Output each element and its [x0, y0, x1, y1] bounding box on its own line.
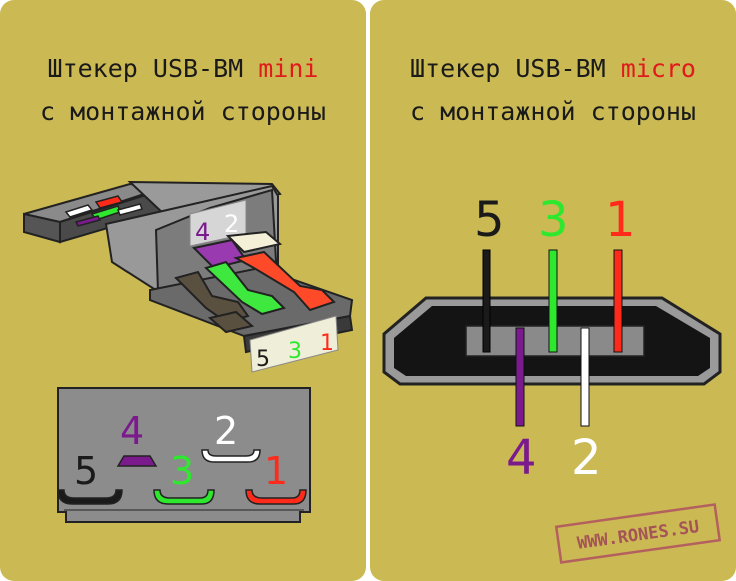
micro-pin-5	[482, 249, 491, 353]
mini-tag-top: 4 2	[189, 199, 247, 247]
mini-contact-2	[225, 230, 283, 254]
mini-plug-label-4: 4	[195, 218, 210, 246]
micro-label-1: 1	[605, 192, 636, 248]
micro-pin-4	[515, 327, 525, 427]
micro-pin-1	[613, 249, 623, 353]
micro-subtitle: с монтажной стороны	[410, 97, 696, 126]
mini-panel: Штекер USB-BM mini с монтажной стороны 4…	[0, 0, 366, 581]
mini-front-pin-3	[153, 489, 215, 505]
micro-label-3: 3	[538, 192, 569, 248]
mini-title-prefix: Штекер USB-BM	[47, 54, 259, 83]
mini-contact-1	[233, 250, 336, 312]
micro-pin-2	[580, 327, 590, 427]
mini-front-label-5: 5	[74, 449, 98, 493]
mini-front-pin-4	[116, 455, 158, 467]
mini-front-label-3: 3	[170, 449, 194, 493]
mini-plug-label-2: 2	[224, 210, 239, 238]
mini-front-pin-2	[201, 449, 261, 463]
micro-label-5: 5	[474, 192, 505, 248]
mini-subtitle: с монтажной стороны	[40, 97, 326, 126]
mini-bent-contacts	[174, 230, 336, 334]
micro-panel: Штекер USB-BM micro с монтажной стороны …	[370, 0, 736, 581]
mini-front-label-1: 1	[264, 449, 288, 493]
mini-front-pin-1	[245, 489, 307, 505]
micro-label-2: 2	[571, 430, 602, 486]
micro-label-4: 4	[506, 430, 537, 486]
mini-contact-3	[204, 260, 286, 316]
mini-tag-bottom: 5 3 1	[249, 315, 339, 373]
micro-pin-3	[548, 249, 558, 353]
mini-title-highlight: mini	[258, 54, 319, 83]
mini-front-view: 4 2 5 3 1	[57, 387, 311, 523]
mini-front-label-4: 4	[120, 409, 144, 453]
mini-front-pin-5	[57, 489, 123, 505]
micro-top-pins: 5 3 1	[474, 192, 636, 353]
mini-plug-label-5: 5	[256, 347, 270, 372]
mini-plug-illustration: 4 2 5 3 1 4 2	[23, 180, 354, 523]
micro-title-prefix: Штекер USB-BM	[410, 54, 621, 83]
micro-title-highlight: micro	[620, 54, 696, 83]
watermark-stamp: WWW.RONES.SU	[554, 503, 722, 564]
micro-title: Штекер USB-BM micro	[370, 54, 736, 84]
mini-plug-label-3: 3	[288, 339, 302, 364]
mini-plug-label-1: 1	[320, 331, 334, 356]
micro-bottom-pins: 4 2	[506, 327, 602, 486]
mini-front-label-2: 2	[214, 409, 238, 453]
mini-contact-5	[174, 270, 250, 324]
micro-connector-illustration: 5 3 1 4 2 WWW.RONES.SU	[382, 192, 722, 564]
mini-title: Штекер USB-BM mini	[0, 54, 366, 84]
